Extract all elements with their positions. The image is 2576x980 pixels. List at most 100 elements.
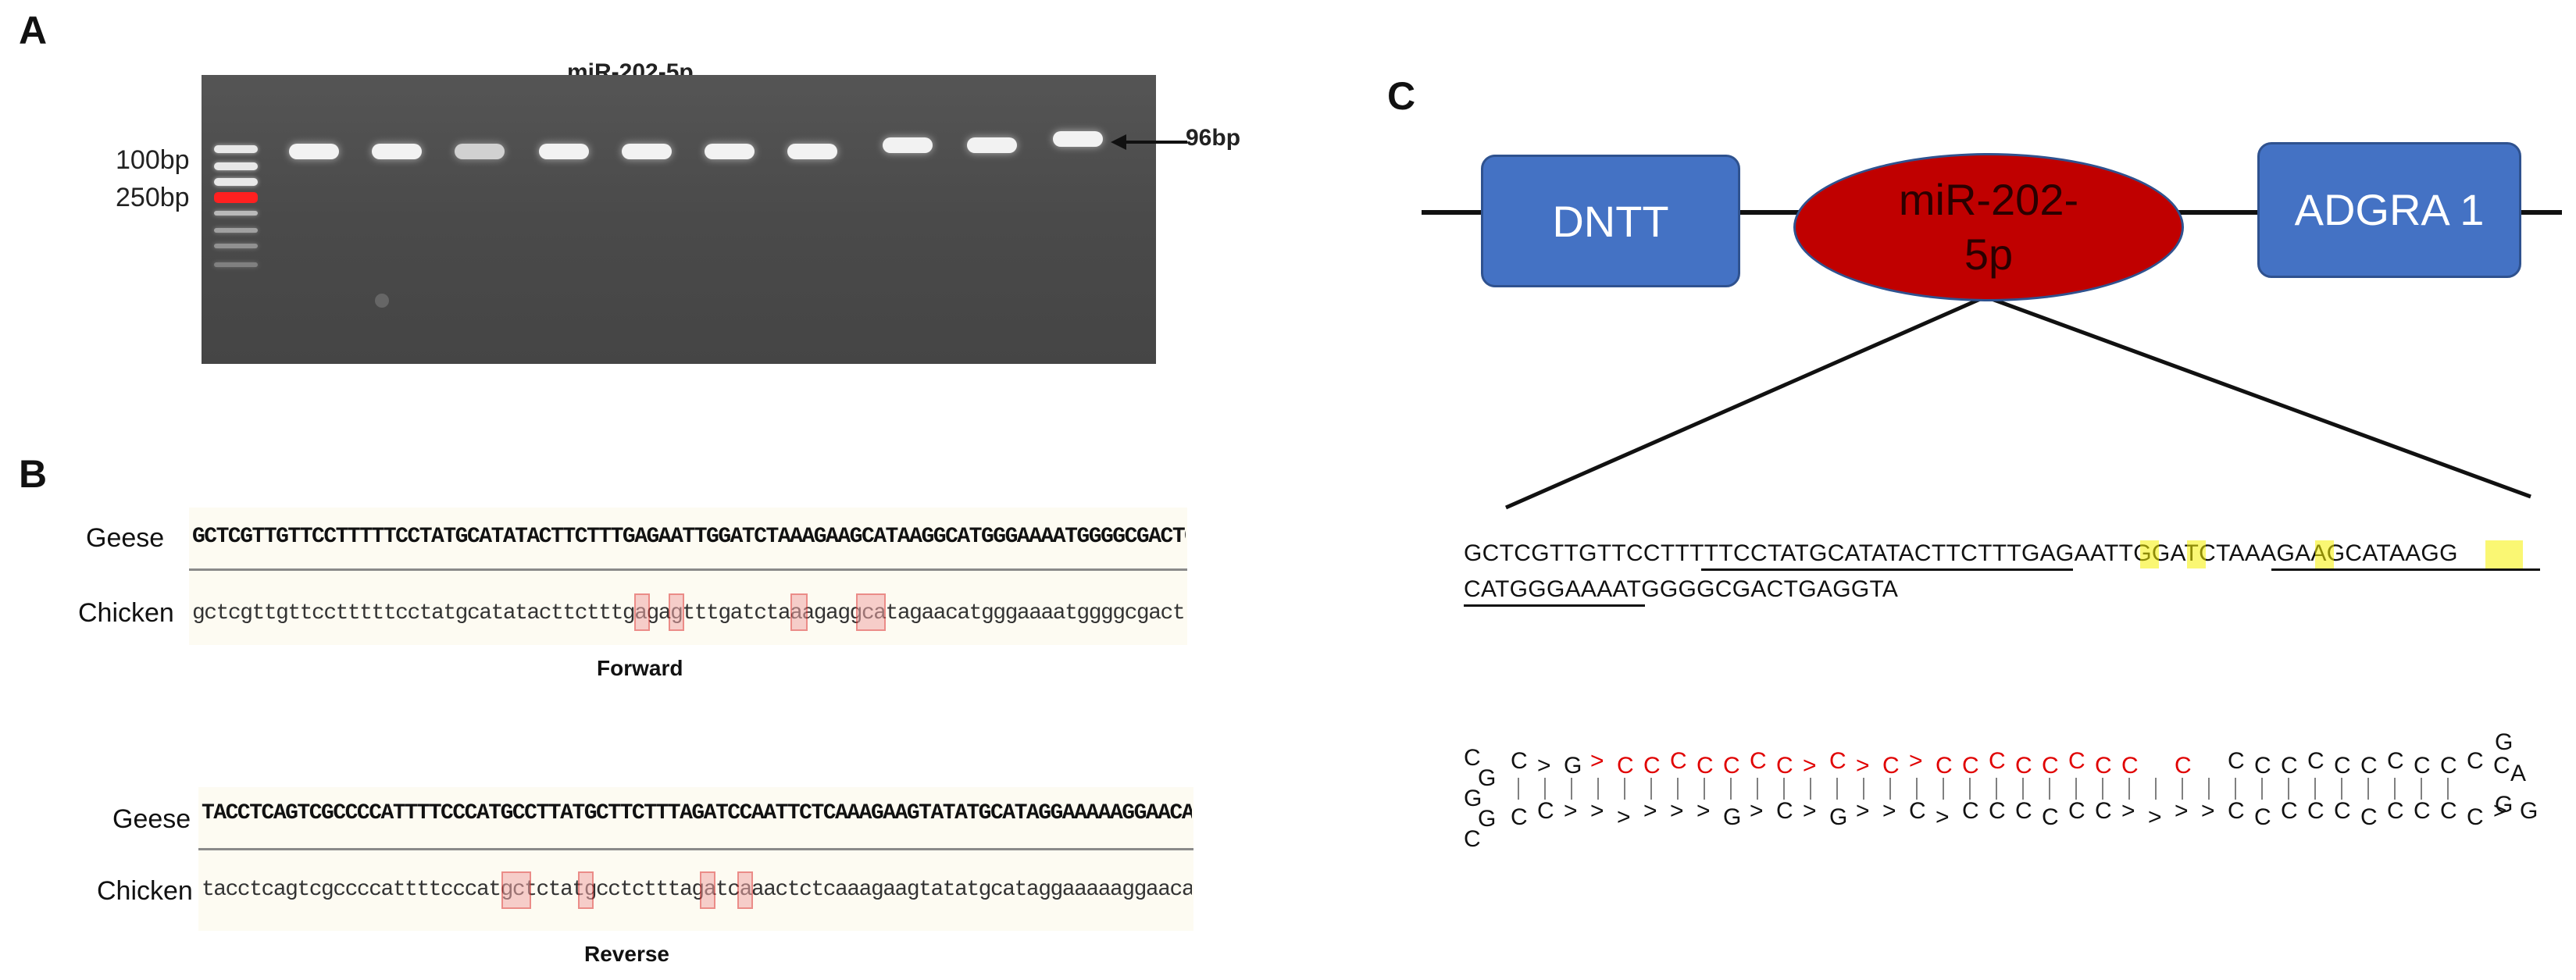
sample-band <box>539 144 589 159</box>
mismatch-box <box>669 593 684 631</box>
seed-underline-2 <box>1464 604 1645 607</box>
forward-divider <box>189 568 1187 571</box>
hairpin-base-top: C <box>2042 753 2059 779</box>
mismatch-box <box>856 593 886 631</box>
mismatch-box <box>700 871 715 909</box>
ladder-label-100bp: 100bp <box>116 145 190 175</box>
sample-band <box>787 144 837 159</box>
hairpin-base-top: C <box>1882 753 1900 779</box>
hairpin-base-bottom: > <box>2493 798 2507 824</box>
sample-band <box>883 137 933 153</box>
hairpin-base-top: C <box>2015 753 2032 779</box>
precursor-seq-line2: CATGGGAAAATGGGGCGACTGAGGTA <box>1464 576 1899 602</box>
ladder-label-250bp: 250bp <box>116 183 190 212</box>
hairpin-base-top: C <box>2254 753 2271 779</box>
hairpin-base-top: C <box>2360 753 2378 779</box>
hairpin-base-top: C <box>1617 753 1634 779</box>
gene-label-adgra1: ADGRA 1 <box>2294 184 2485 234</box>
hairpin-base-top: C <box>2068 748 2085 774</box>
hairpin-base-bottom: C <box>1537 798 1554 824</box>
forward-chicken-seq: gctcgttgttcctttttcctatgcatatacttctttgaga… <box>192 601 1186 625</box>
band-arrow-icon <box>1111 134 1187 150</box>
hairpin-base-top: C <box>1697 753 1714 779</box>
panel-a-letter: A <box>19 9 48 52</box>
reverse-chicken-seq: tacctcagtcgccccattttcccatgctctatgcctcttt… <box>202 878 1192 902</box>
hairpin-base-bottom: C <box>2414 798 2431 824</box>
hairpin-base-bottom: > <box>1670 798 1684 824</box>
sample-band <box>705 144 755 159</box>
hairpin-base-bottom: G <box>1723 804 1741 830</box>
hairpin-base-top: C <box>1936 753 1953 779</box>
mismatch-box <box>790 593 808 631</box>
mirna-label: miR-202-5p <box>1898 175 2079 279</box>
hairpin-loop-right: G <box>2495 792 2513 818</box>
sample-band <box>455 144 505 159</box>
precursor-seq-line1: GCTCGTTGTTCCTTTTTCCTATGCATATACTTCTTTGAGA… <box>1464 540 2458 566</box>
ladder-band <box>214 262 258 267</box>
mismatch-box <box>578 871 594 909</box>
gel-speck <box>375 294 389 308</box>
hairpin-loop-right: G <box>2495 729 2513 755</box>
sample-band <box>1053 131 1103 147</box>
hairpin-base-bottom: > <box>1590 798 1604 824</box>
hairpin-base-bottom: > <box>1643 798 1657 824</box>
gel-image <box>202 75 1156 364</box>
gene-box-dntt: DNTT <box>1481 155 1740 287</box>
reverse-alignment <box>198 787 1193 931</box>
ladder-band <box>214 211 258 216</box>
hairpin-base-top: C <box>1670 748 1687 774</box>
hairpin-base-top: C <box>1829 748 1846 774</box>
hairpin-base-bottom: C <box>2281 798 2298 824</box>
hairpin-base-bottom: C <box>2254 804 2271 830</box>
hairpin-base-top: > <box>1803 753 1817 779</box>
hairpin-base-bottom: C <box>1776 798 1793 824</box>
mismatch-box <box>737 871 753 909</box>
mismatch-box <box>501 871 531 909</box>
hairpin-base-bottom: > <box>2121 798 2135 824</box>
hairpin-base-top: C <box>1750 748 1767 774</box>
hairpin-base-bottom: C <box>2095 798 2112 824</box>
seed-underline <box>2271 568 2540 571</box>
hairpin-loop-left: G <box>1464 786 1482 811</box>
hairpin-base-bottom: C <box>2334 798 2351 824</box>
hairpin-base-bottom: C <box>2228 798 2245 824</box>
hairpin-base-top: C <box>1989 748 2006 774</box>
sample-band <box>372 144 422 159</box>
hairpin-base-top: C <box>2175 753 2192 779</box>
hairpin-base-bottom: > <box>2175 798 2189 824</box>
snp-highlight <box>2485 540 2523 568</box>
hairpin-base-bottom: C <box>1962 798 1979 824</box>
hairpin-base-top: C <box>2095 753 2112 779</box>
hairpin-base-bottom: > <box>1564 798 1578 824</box>
hairpin-base-bottom: > <box>1750 798 1764 824</box>
mirna-ellipse: miR-202-5p <box>1793 153 2184 301</box>
hairpin-base-bottom: C <box>1909 798 1926 824</box>
hairpin-base-top: C <box>2121 753 2139 779</box>
sample-band <box>967 137 1017 153</box>
hairpin-loop-left: G <box>1478 765 1496 791</box>
hairpin-base-top: > <box>1856 753 1870 779</box>
hairpin-base-bottom: C <box>2360 804 2378 830</box>
panel-c-letter: C <box>1387 74 1416 118</box>
hairpin-base-top: > <box>1909 748 1923 774</box>
hairpin-base-bottom: G <box>2520 798 2538 824</box>
hairpin-base-top: > <box>1590 748 1604 774</box>
hairpin-base-bottom: C <box>2467 804 2484 830</box>
hairpin-base-bottom: > <box>1936 804 1950 830</box>
sample-band <box>289 144 339 159</box>
hairpin-base-top: C <box>2387 748 2404 774</box>
snp-highlight <box>2140 540 2159 568</box>
reverse-divider <box>198 848 1193 850</box>
hairpin-base-top: C <box>2228 748 2245 774</box>
hairpin-base-bottom: > <box>2201 798 2215 824</box>
hairpin-base-top: C <box>1776 753 1793 779</box>
hairpin-base-top: C <box>1643 753 1661 779</box>
hairpin-base-top: C <box>2281 753 2298 779</box>
hairpin-base-bottom: > <box>1856 798 1870 824</box>
forward-geese-label: Geese <box>86 523 165 553</box>
gene-box-adgra1: ADGRA 1 <box>2257 142 2521 278</box>
mature-underline <box>1701 568 2073 571</box>
hairpin-base-top: C <box>2414 753 2431 779</box>
reverse-chicken-label: Chicken <box>97 876 193 906</box>
snp-highlight <box>2187 540 2206 568</box>
